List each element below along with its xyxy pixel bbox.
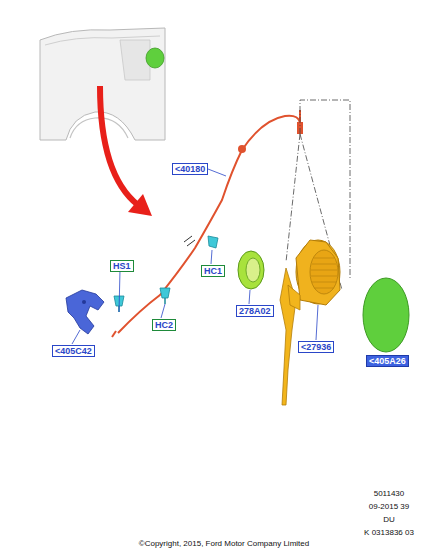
callout-number: HC1 [201,265,225,277]
filler-housing [280,240,340,405]
callout-number: HS1 [110,260,134,272]
seal-ring [238,251,264,289]
region-code: DU [383,515,395,524]
callout-number: HC2 [152,319,176,331]
copyright-note: ©Copyright, 2015, Ford Motor Company Lim… [139,539,309,548]
bracket [66,290,104,334]
callout-number: <405C42 [52,345,95,357]
pointer-arrow [100,86,152,216]
leader-lines [72,169,318,344]
callout-number: <40180 [172,163,208,175]
callout-number: 278A02 [236,305,274,317]
date-code: 09-2015 39 [369,502,409,511]
filler-door [363,278,409,352]
release-cable [112,100,350,337]
callout-number: <405A26 [366,355,409,367]
figure-number: 5011430 [374,489,405,498]
callout-number: <27936 [298,341,334,353]
drawing-number: K 0313836 03 [364,528,414,537]
